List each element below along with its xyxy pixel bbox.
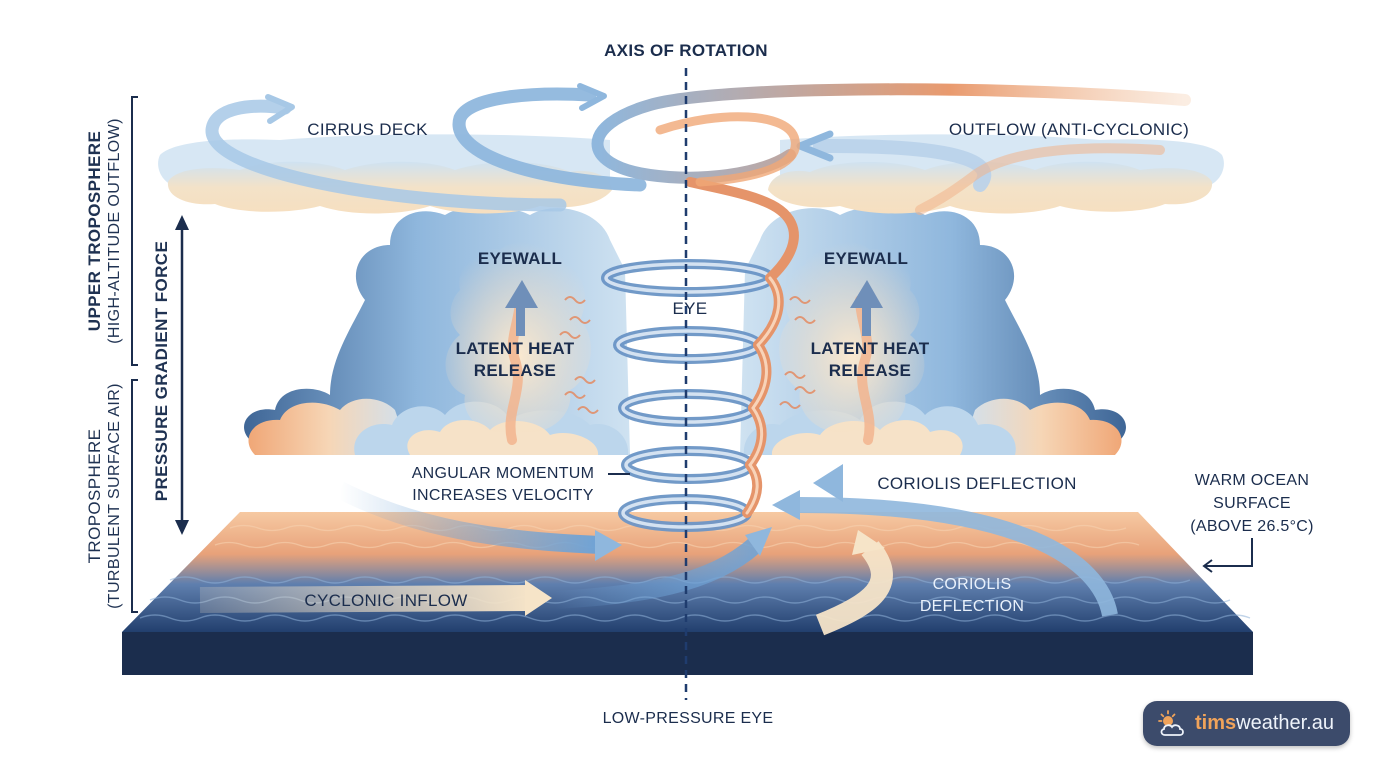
eye-label: EYE — [672, 299, 708, 318]
warm-ocean-line1: WARM OCEAN — [1194, 472, 1310, 489]
logo-wordmark: timsweather.au — [1195, 712, 1334, 734]
outflow-label: OUTFLOW (ANTI-CYCLONIC) — [948, 120, 1190, 139]
troposphere-label: TROPOSPHERE (TURBULENT SURFACE AIR) — [85, 381, 125, 611]
upper-troposphere-label: UPPER TROPOSPHERE (HIGH-ALTITUDE OUTFLOW… — [85, 96, 125, 366]
axis-top-label: AXIS OF ROTATION — [604, 41, 768, 60]
troposphere-bracket — [131, 379, 138, 613]
latent-heat-left-line1: LATENT HEAT — [455, 339, 575, 358]
central-spiral — [601, 112, 800, 532]
timsweather-logo[interactable]: timsweather.au — [1143, 701, 1350, 746]
latent-heat-right-line1: LATENT HEAT — [810, 339, 930, 358]
angular-momentum-line2: INCREASES VELOCITY — [412, 487, 594, 504]
left-updraft — [505, 280, 599, 445]
sun-cloud-icon — [1158, 709, 1184, 736]
coriolis-lower-line1: CORIOLIS — [932, 576, 1012, 593]
cirrus-deck-label: CIRRUS DECK — [307, 120, 428, 139]
latent-heat-left-line2: RELEASE — [473, 361, 557, 380]
troposphere-title: TROPOSPHERE — [85, 428, 104, 564]
warm-ocean-line3: (ABOVE 26.5°C) — [1190, 518, 1314, 535]
latent-heat-right-line2: RELEASE — [828, 361, 912, 380]
pressure-gradient-label: PRESSURE GRADIENT FORCE — [152, 221, 174, 521]
coriolis-upper-label: CORIOLIS DEFLECTION — [877, 474, 1077, 493]
upper-troposphere-title: UPPER TROPOSPHERE — [85, 130, 104, 332]
upper-swirl-arrows — [205, 83, 1191, 215]
eyewall-left-label: EYEWALL — [477, 249, 563, 268]
angular-momentum-line1: ANGULAR MOMENTUM — [411, 465, 595, 482]
upper-troposphere-bracket — [131, 96, 138, 366]
cyclonic-inflow-label: CYCLONIC INFLOW — [304, 591, 468, 610]
troposphere-subtitle: (TURBULENT SURFACE AIR) — [106, 383, 123, 609]
upper-troposphere-subtitle: (HIGH-ALTITUDE OUTFLOW) — [106, 118, 123, 344]
coriolis-lower-line2: DEFLECTION — [919, 598, 1025, 615]
axis-bottom-label: LOW-PRESSURE EYE — [602, 710, 774, 727]
right-updraft — [779, 280, 883, 445]
inflow-arrows — [199, 464, 1180, 636]
pressure-gradient-arrow — [175, 215, 189, 535]
pressure-gradient-title: PRESSURE GRADIENT FORCE — [152, 240, 171, 502]
warm-ocean-pointer — [1202, 538, 1253, 573]
eyewall-right-label: EYEWALL — [823, 249, 909, 268]
left-cloud-mass — [244, 205, 630, 455]
warm-ocean-line2: SURFACE — [1213, 495, 1291, 512]
right-cloud-mass — [740, 205, 1126, 455]
